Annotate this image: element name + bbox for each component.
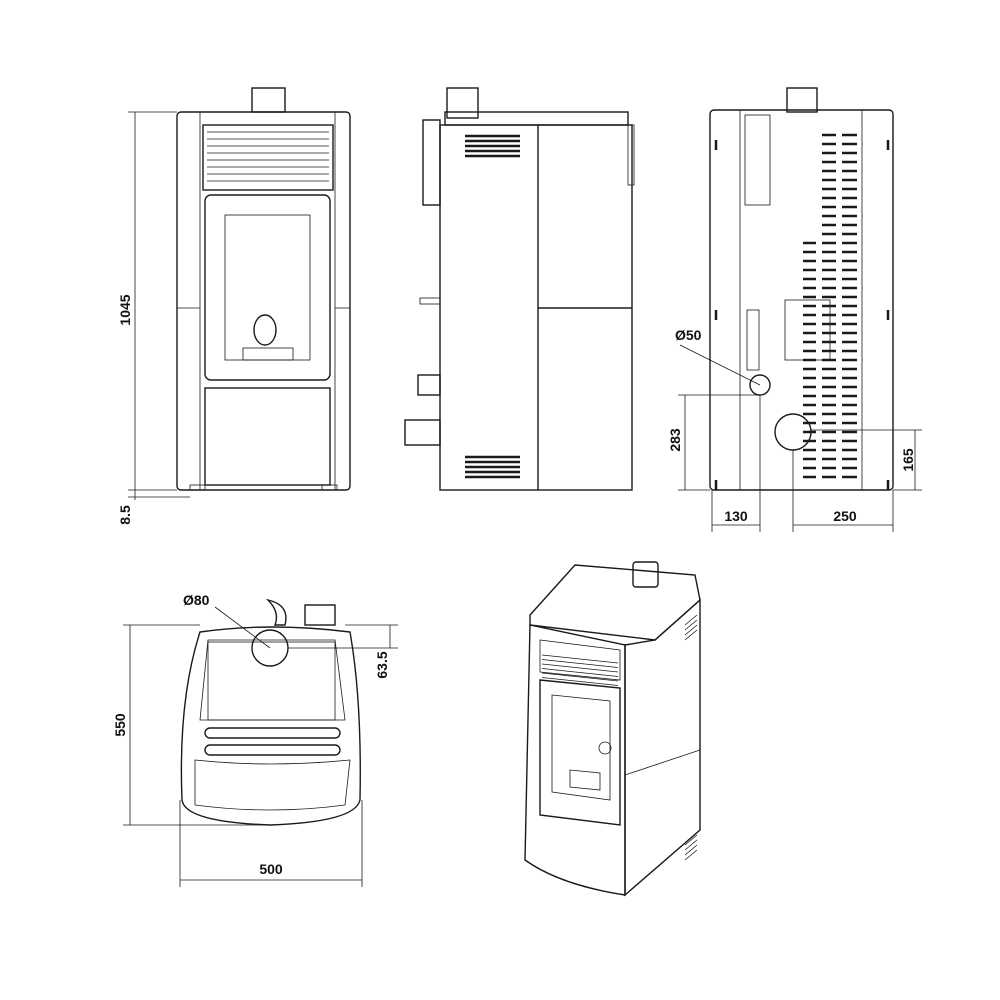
- vent-slot: [684, 624, 698, 636]
- vent-slot: [684, 839, 698, 851]
- flue-rear-label: 165: [900, 448, 916, 472]
- vent-slot: [684, 629, 698, 641]
- dimension-flue-rear: 165: [811, 429, 922, 491]
- foot-label: 8.5: [117, 505, 133, 525]
- dimension-height: 1045: [117, 111, 177, 491]
- width-label: 500: [259, 861, 283, 877]
- dimension-rear-outlet: Ø50 283: [667, 327, 761, 491]
- grille-slat: [541, 659, 619, 668]
- vent-slot: [684, 619, 698, 631]
- grille-slat: [541, 663, 619, 673]
- vent-slot: [684, 834, 698, 846]
- flue-diameter-label: Ø80: [183, 592, 210, 608]
- depth-label: 550: [112, 713, 128, 737]
- outlet-diameter-label: Ø50: [675, 327, 702, 343]
- outlet-height-label: 283: [667, 428, 683, 452]
- outlet-offset-label: 130: [724, 508, 748, 524]
- height-label: 1045: [117, 294, 133, 325]
- side-view: [404, 87, 635, 491]
- dimension-top: Ø80 63.5 550 500: [112, 592, 398, 887]
- vent-slot: [684, 844, 698, 856]
- dimension-foot: 8.5: [117, 490, 190, 525]
- vent-slot: [684, 849, 698, 861]
- perspective-view: [524, 561, 701, 897]
- grille-slat: [541, 672, 619, 682]
- top-view: [180, 598, 361, 826]
- front-view: [176, 87, 351, 491]
- back-view: [709, 87, 894, 491]
- grille-slat: [541, 654, 619, 664]
- vent-slot: [684, 614, 698, 626]
- flue-offset-label: 250: [833, 508, 857, 524]
- grille-slat: [541, 677, 619, 686]
- dimension-horizontal-rear: 130 250: [711, 395, 894, 532]
- flue-depth-label: 63.5: [374, 651, 390, 678]
- grille-slat: [541, 668, 619, 677]
